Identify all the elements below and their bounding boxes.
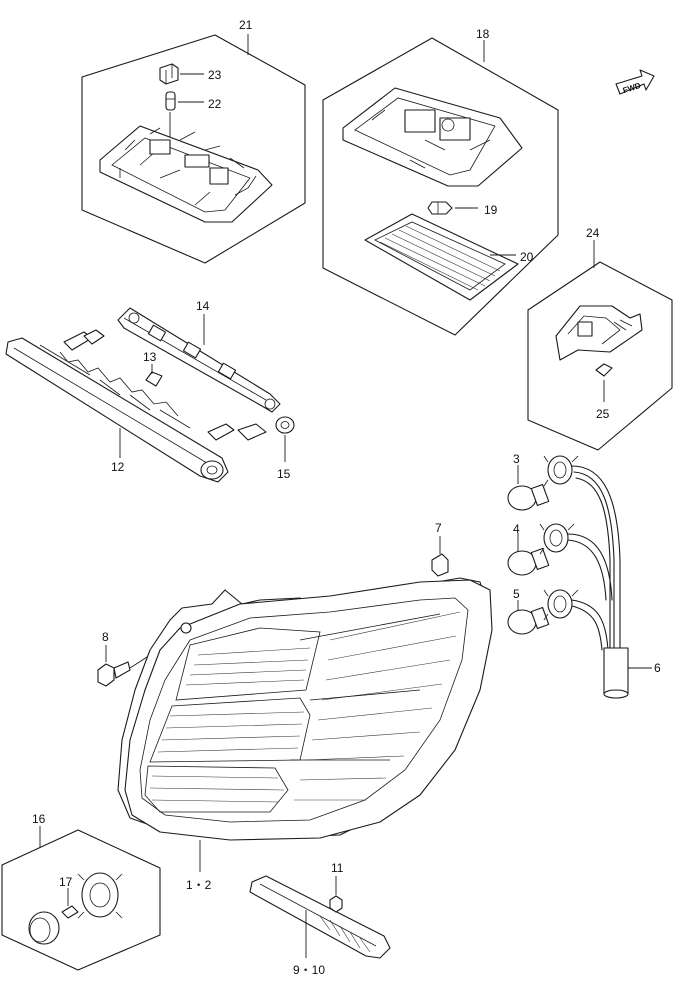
group-16-side-lamp: 16 17	[1, 812, 161, 971]
item-8-screw	[97, 661, 131, 687]
group-21-room-lamp: 21 23 22	[81, 18, 306, 264]
callout-19: 19	[484, 203, 498, 217]
callout-24: 24	[586, 226, 600, 240]
group-16-frame	[1, 829, 161, 971]
item-13-bulb	[145, 371, 163, 387]
callout-25: 25	[596, 407, 610, 421]
item-17-bulb	[61, 905, 79, 919]
callout-17: 17	[59, 875, 73, 889]
callout-16: 16	[32, 812, 46, 826]
item-7-clip	[431, 553, 449, 577]
item-19-bulb	[427, 201, 453, 215]
callout-18: 18	[476, 27, 490, 41]
item-3-bulb	[507, 483, 550, 511]
callout-12: 12	[111, 460, 125, 474]
socket-5	[543, 589, 579, 621]
callout-21: 21	[239, 18, 253, 32]
item-12-lamp-body	[5, 329, 267, 483]
item-5-bulb	[507, 606, 550, 635]
callout-6: 6	[654, 661, 661, 675]
item-11-screw	[329, 895, 343, 913]
item-25-bulb	[595, 363, 613, 377]
callout-7: 7	[435, 521, 442, 535]
group-24-socket: 24 25	[527, 226, 673, 451]
callout-15: 15	[277, 467, 291, 481]
callout-4: 4	[513, 522, 520, 536]
callout-20: 20	[520, 250, 534, 264]
item-4-bulb	[507, 547, 550, 576]
callout-23: 23	[208, 68, 222, 82]
fwd-arrow-icon: FWD	[615, 69, 655, 95]
callout-22: 22	[208, 97, 222, 111]
item-24-socket	[555, 305, 643, 361]
group-24-frame	[527, 261, 673, 451]
item-9-10-reflector	[249, 875, 391, 959]
group-18-frame	[322, 37, 559, 336]
item-20-lens	[364, 213, 519, 301]
callout-11: 11	[331, 861, 344, 875]
callout-14: 14	[196, 299, 210, 313]
callout-9-10: 9・10	[293, 963, 325, 977]
item-16-socket	[77, 872, 123, 919]
callout-13: 13	[143, 350, 157, 364]
item-16-lens-cap	[28, 911, 60, 945]
callout-5: 5	[513, 587, 520, 601]
callout-3: 3	[513, 452, 520, 466]
socket-4	[539, 523, 575, 555]
item-1-2-rear-combination-lamp	[117, 577, 493, 841]
item-15-grommet	[275, 416, 295, 434]
bulb-harness: 3 4 5	[507, 452, 661, 699]
group-21-frame	[81, 34, 306, 264]
callout-1-2: 1・2	[186, 878, 212, 892]
socket-3	[543, 455, 579, 487]
item-14-bracket	[117, 307, 281, 413]
item-23-clip	[159, 63, 179, 85]
item-6-harness	[567, 465, 629, 699]
callout-8: 8	[102, 630, 109, 644]
item-21-housing	[99, 125, 273, 223]
item-22-bulb	[165, 91, 176, 111]
item-18-housing	[342, 87, 523, 187]
group-18-map-lamp: 18 19	[322, 27, 559, 336]
high-mount-stop-lamp: 14 13 12 15	[5, 299, 295, 483]
